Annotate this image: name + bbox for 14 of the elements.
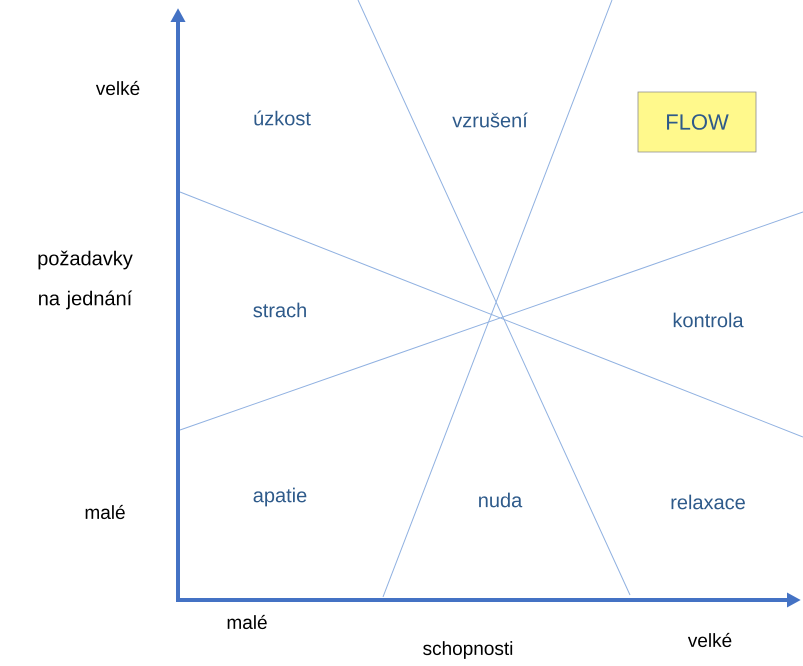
region-label: relaxace: [672, 494, 745, 510]
region-label: nuda: [479, 492, 522, 508]
axis-label: malé: [228, 614, 267, 630]
region-label: apatie: [254, 488, 306, 506]
axis-title: požadavky na jednání: [38, 250, 133, 310]
region-label: kontrola: [674, 312, 744, 328]
region-label: strach: [253, 302, 306, 318]
axis-label: velké: [96, 80, 140, 96]
flow-box: FLOW: [638, 92, 756, 152]
region-label: vzrušení: [452, 112, 528, 128]
axis-label: schopnosti: [423, 641, 512, 659]
axis-label: malé: [86, 504, 125, 520]
region-label: úzkost: [254, 110, 311, 126]
axis-label: velké: [688, 632, 732, 648]
